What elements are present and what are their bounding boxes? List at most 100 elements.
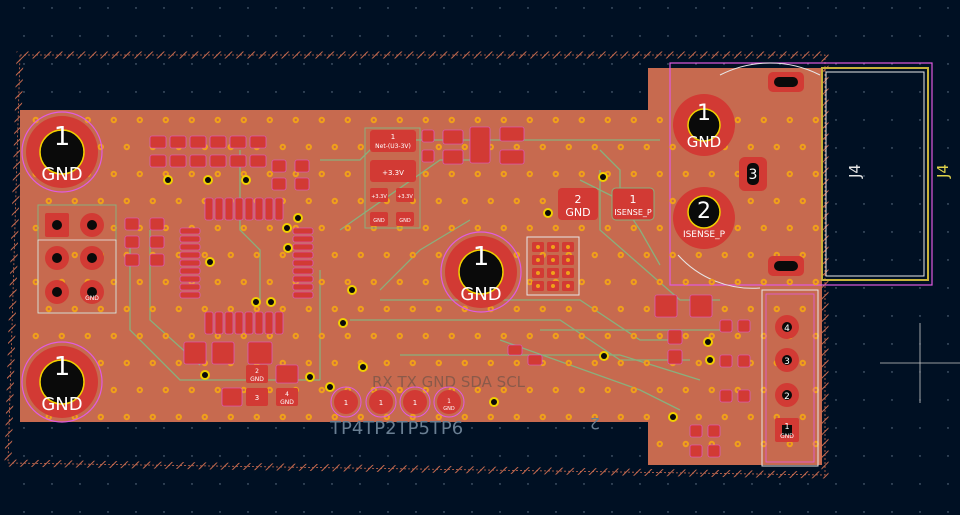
grid-dot <box>191 35 193 37</box>
grid-dot <box>219 63 221 65</box>
small-pad-4-gnd[interactable]: 4 GND <box>276 388 298 406</box>
header-left[interactable]: GND <box>37 204 117 314</box>
grid-dot <box>247 91 249 93</box>
header-right[interactable]: 4 3 2 1 GND <box>761 289 819 467</box>
small-pad-gnd-a[interactable]: 2 GND <box>246 365 268 383</box>
j4-pad-2[interactable]: 2 ISENSE_P <box>673 187 735 249</box>
grid-dot <box>555 511 557 513</box>
grid-dot <box>723 483 725 485</box>
smd-pad <box>274 311 284 335</box>
via-drill <box>359 307 362 311</box>
j4-pad-3[interactable]: 3 <box>739 157 767 191</box>
tp6: 1 GND <box>433 386 465 418</box>
svg-text:GND: GND <box>250 376 264 383</box>
grid-dot <box>947 231 949 233</box>
via-drill <box>749 145 752 149</box>
via-drill <box>255 307 258 311</box>
via-drill <box>320 118 323 122</box>
mounting-hole-tl[interactable]: 1 GND <box>21 111 103 193</box>
via-drill <box>671 253 674 257</box>
smd-pad-isense[interactable]: 1 ISENSE_P <box>611 187 655 221</box>
smd-pad-gnd[interactable]: 2 GND <box>558 188 598 220</box>
grid-dot <box>303 63 305 65</box>
via-drill <box>229 253 232 257</box>
via-drill <box>684 172 687 176</box>
via-drill <box>619 145 622 149</box>
regulator-u3[interactable]: Net-(U3-3V) 1 +3.3V +3.3V +3.3V GND GND <box>364 127 421 229</box>
grid-dot <box>79 91 81 93</box>
grid-dot <box>835 35 837 37</box>
via-drill <box>632 280 635 284</box>
grid-dot <box>247 455 249 457</box>
grid-dot <box>359 427 361 429</box>
grid-dot <box>947 35 949 37</box>
via-drill <box>203 307 206 311</box>
mounting-hole-bl[interactable]: 1 GND <box>21 341 103 423</box>
smd-pad <box>221 387 243 407</box>
via-drill <box>125 199 128 203</box>
grid-dot <box>667 35 669 37</box>
via-drill <box>242 226 245 230</box>
via-drill <box>73 253 76 257</box>
via-drill <box>606 226 609 230</box>
passive-pads[interactable] <box>124 126 751 458</box>
via-drill <box>125 307 128 311</box>
mounting-hole-center[interactable]: 1 GND <box>440 231 522 313</box>
grid-dot <box>947 343 949 345</box>
ic-package-center[interactable] <box>526 236 580 296</box>
grid-dot <box>107 35 109 37</box>
via-drill <box>528 388 531 392</box>
via-drill <box>541 145 544 149</box>
grid-dot <box>891 511 893 513</box>
via-drill <box>73 307 76 311</box>
mounting-hole-tr[interactable]: 1 GND <box>673 94 735 156</box>
grid-dot <box>807 511 809 513</box>
via-drill <box>658 280 661 284</box>
grid-dot <box>891 63 893 65</box>
grid-dot <box>835 455 837 457</box>
via-drill <box>125 145 128 149</box>
via-drill <box>99 199 102 203</box>
smd-pad <box>421 129 435 143</box>
small-pad-3[interactable]: 3 <box>246 388 268 406</box>
via-drill <box>177 253 180 257</box>
via-drill <box>502 226 505 230</box>
grid-dot <box>639 7 641 9</box>
grid-dot <box>163 427 165 429</box>
grid-dot <box>499 427 501 429</box>
pad-number: 2 <box>575 193 582 206</box>
via-drill <box>502 334 505 338</box>
via-drill <box>125 415 128 419</box>
grid-dot <box>835 147 837 149</box>
via-drill <box>112 334 115 338</box>
via-drill <box>307 307 310 311</box>
via-drill <box>645 361 648 365</box>
grid-dot <box>891 175 893 177</box>
crosshair-cursor <box>880 323 960 403</box>
test-points[interactable]: RX TX GND SDA SCL 1 1 1 1 GND TP4TP2TP5T… <box>329 373 526 439</box>
grid-dot <box>583 427 585 429</box>
grid-dot <box>163 7 165 9</box>
via-drill <box>346 334 349 338</box>
smd-pad <box>271 159 287 173</box>
grid-dot <box>107 427 109 429</box>
via-drill <box>593 415 596 419</box>
grid-dot <box>919 511 921 513</box>
smd-pad <box>689 424 703 438</box>
via-drill <box>502 388 505 392</box>
via-drill <box>580 172 583 176</box>
via-drill <box>684 442 687 446</box>
via-drill <box>710 172 713 176</box>
via-drill <box>307 199 310 203</box>
via <box>566 245 570 249</box>
connector-j4-outline: J4 J4 <box>669 62 952 289</box>
smd-pad <box>209 154 227 168</box>
grid-dot <box>275 63 277 65</box>
smd-pad <box>499 126 525 142</box>
via-drill <box>333 199 336 203</box>
grid-dot <box>947 63 949 65</box>
via-drill <box>151 199 154 203</box>
grid-dot <box>751 7 753 9</box>
via-drill <box>320 334 323 338</box>
